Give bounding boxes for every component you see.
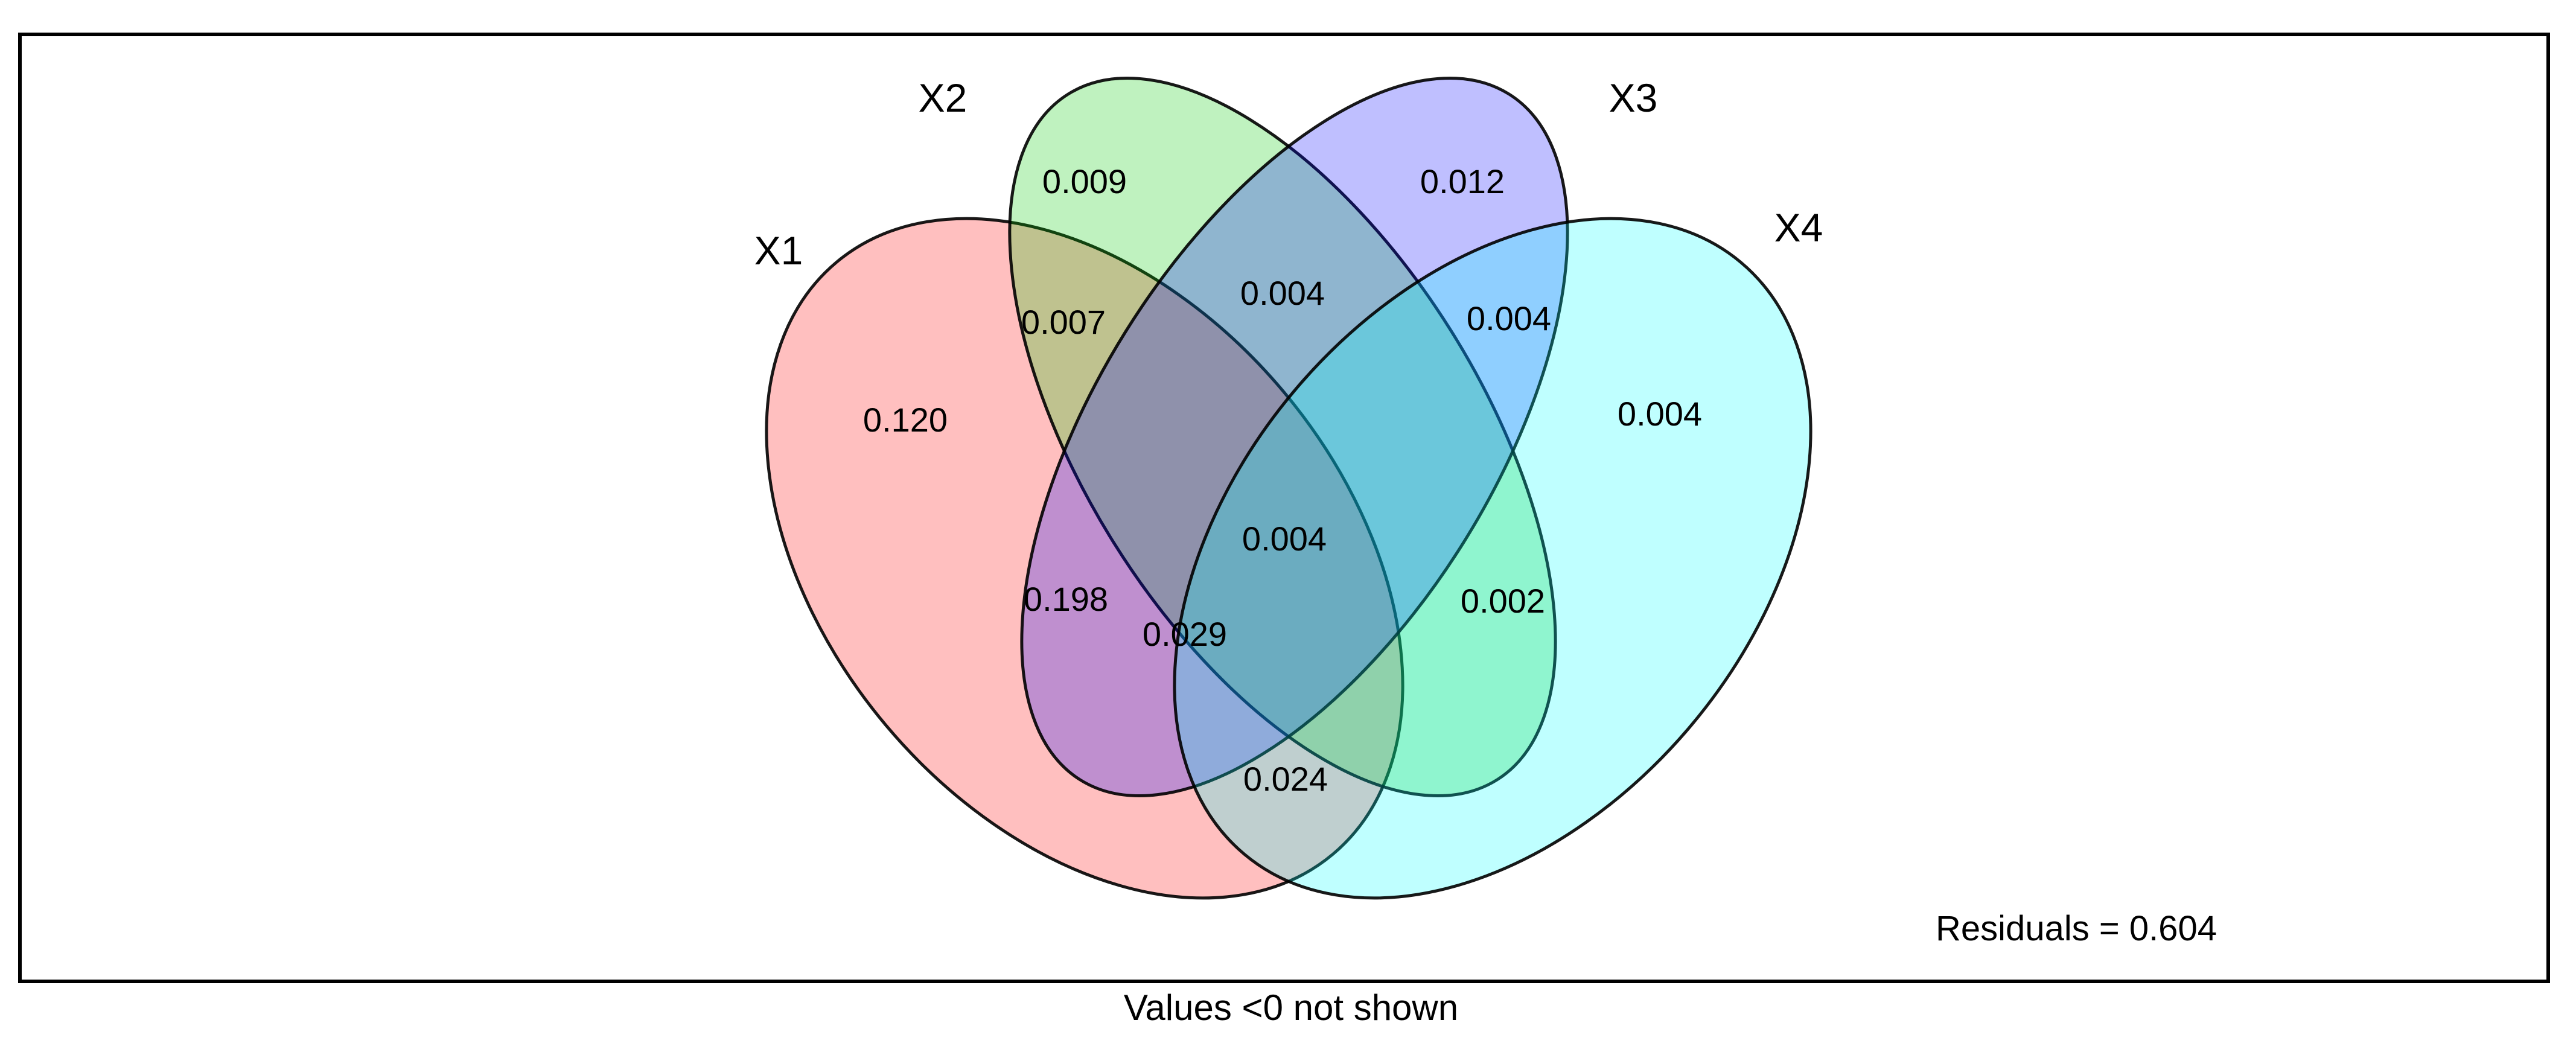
- region-values: 0.120 0.009 0.012 0.004 0.007 0.004 0.00…: [863, 162, 1702, 798]
- region-value-x1x4: 0.024: [1243, 760, 1328, 798]
- set-label-x4: X4: [1774, 205, 1823, 250]
- region-value-x1x3: 0.198: [1024, 580, 1108, 618]
- region-value-x2: 0.009: [1042, 162, 1127, 200]
- caption-text: Values <0 not shown: [1124, 987, 1458, 1028]
- region-value-x4: 0.004: [1618, 395, 1702, 433]
- region-value-center: 0.004: [1242, 520, 1327, 558]
- region-value-x2x3: 0.004: [1240, 274, 1325, 312]
- venn-ellipse-x2: [1008, 77, 1557, 797]
- set-label-x2: X2: [919, 75, 968, 120]
- region-value-x1: 0.120: [863, 401, 948, 439]
- venn-ellipse-x4: [1173, 217, 1812, 900]
- region-value-x3: 0.012: [1420, 162, 1505, 200]
- plot-frame: [18, 33, 2550, 983]
- venn-ellipse-x1: [765, 217, 1404, 900]
- venn-ellipses: [765, 77, 1812, 900]
- residuals-text: Residuals = 0.604: [1936, 909, 2217, 948]
- region-value-x3x4: 0.004: [1467, 299, 1551, 337]
- region-value-x2x4: 0.002: [1461, 582, 1545, 620]
- set-label-x3: X3: [1609, 75, 1658, 120]
- region-value-x1x3x4: 0.029: [1143, 615, 1227, 653]
- venn-ellipse-x3: [1020, 77, 1569, 797]
- set-label-x1: X1: [754, 228, 803, 273]
- region-value-x1x2: 0.007: [1021, 303, 1106, 341]
- set-labels: X1 X2 X3 X4: [754, 75, 1823, 273]
